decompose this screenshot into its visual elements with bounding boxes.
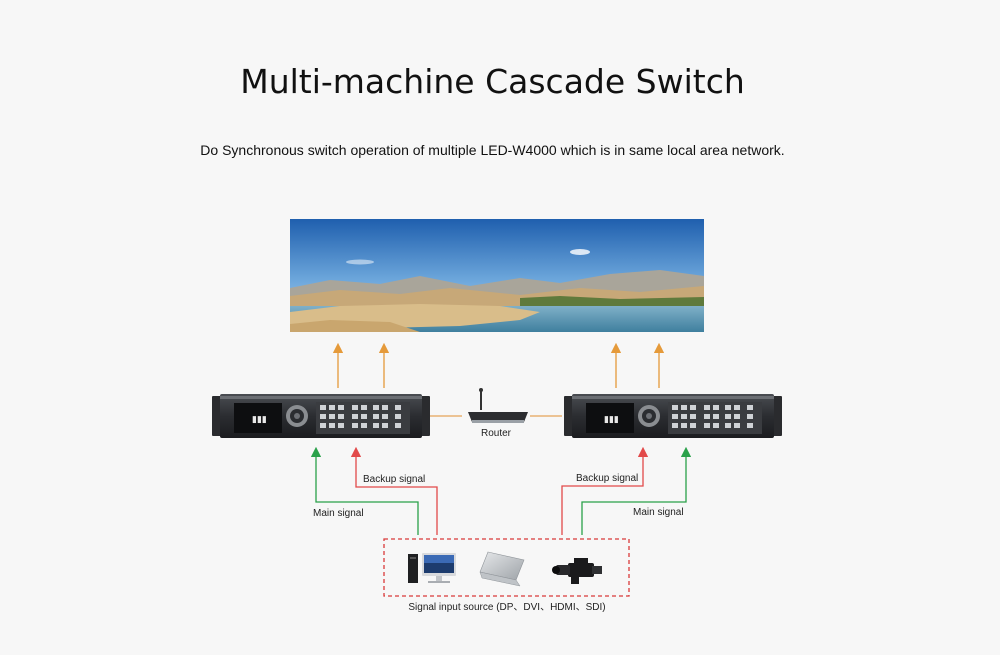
output-arrows bbox=[332, 342, 665, 388]
main-signal-label-left: Main signal bbox=[313, 508, 364, 519]
page-subtitle: Do Synchronous switch operation of multi… bbox=[200, 142, 785, 158]
page-title: Multi-machine Cascade Switch bbox=[240, 62, 745, 101]
switcher-device-right: ▮▮▮ bbox=[564, 394, 782, 438]
led-display-screen bbox=[290, 219, 704, 332]
signal-source-box bbox=[383, 538, 630, 597]
device-screen-text: ▮▮▮ bbox=[604, 415, 619, 425]
backup-signal-label-left: Backup signal bbox=[363, 474, 425, 485]
switcher-device-left: ▮▮▮ bbox=[212, 394, 430, 438]
signal-source-label: Signal input source (DP、DVI、HDMI、SDI) bbox=[408, 602, 605, 613]
main-signal-label-right: Main signal bbox=[633, 507, 684, 518]
router-label: Router bbox=[481, 428, 512, 439]
device-screen-text: ▮▮▮ bbox=[252, 415, 267, 425]
desktop-computer-icon bbox=[408, 553, 456, 583]
router-icon bbox=[468, 388, 528, 423]
signal-lines-right bbox=[561, 446, 692, 535]
signal-lines-left bbox=[310, 446, 438, 535]
video-camera-icon bbox=[552, 558, 602, 584]
laptop-icon bbox=[479, 551, 525, 587]
backup-signal-label-right: Backup signal bbox=[576, 473, 638, 484]
